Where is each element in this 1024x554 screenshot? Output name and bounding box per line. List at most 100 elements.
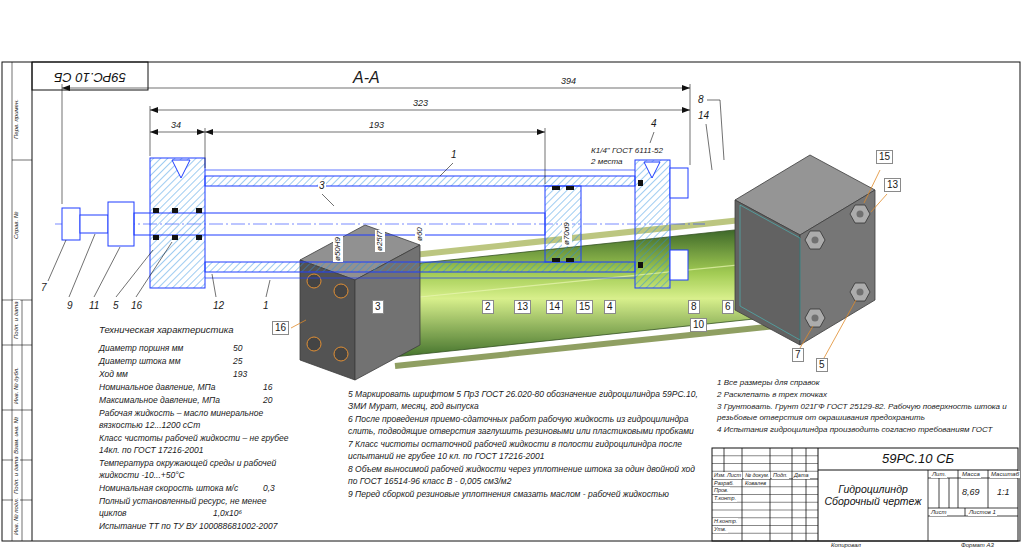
title-block-text: 8,69: [961, 487, 981, 498]
callout-number: 12: [212, 300, 225, 312]
dimension-value: ø50Н9: [333, 236, 343, 262]
callout-number: 9: [66, 300, 74, 312]
leader-lines-3d: [291, 170, 887, 358]
node-text: 59РС.10 СБ: [882, 452, 954, 467]
section-view: [55, 158, 705, 288]
designation-cell: 59РС.10 СБ: [818, 448, 1018, 470]
dimension-value: 193: [368, 120, 385, 131]
title-block-text: Н.контр.: [713, 518, 738, 525]
node-text: 59РС.10 СБ: [54, 69, 126, 84]
callout-number: 5: [112, 300, 120, 312]
spec-value: 0,3: [262, 482, 276, 494]
margin-text: Подп. и дата: [13, 455, 20, 495]
margin-text: Взам. инв. №: [13, 416, 20, 455]
thread-note: К1/4" ГОСТ 6111-52: [590, 146, 664, 156]
spec-value: 193: [232, 368, 248, 380]
title-block-text: Утв.: [713, 526, 728, 533]
dimension-value: 34: [170, 120, 182, 131]
dimension-value: 323: [412, 98, 429, 109]
callout-number: 8: [688, 300, 700, 314]
callout-number: 11: [88, 300, 100, 312]
dimension-lines: [62, 84, 690, 204]
spec-text: Полный установленный ресурс, не менее ци…: [98, 495, 280, 519]
spec-heading: Техническая характеристика: [98, 324, 235, 335]
spec-text: Ход мм: [98, 368, 129, 380]
title-block-text: Т.контр.: [713, 495, 737, 502]
callout-number: 4: [604, 300, 616, 314]
callout-number: 15: [876, 150, 893, 164]
margin-text: Инв. № дубл.: [13, 366, 20, 405]
title-block-text: Лист: [726, 472, 742, 479]
spec-value: 20: [262, 394, 273, 406]
title-block-text: Формат А3: [960, 542, 995, 549]
dimension-value: ø70d9: [562, 221, 572, 246]
thread-note: 2 места: [590, 157, 624, 167]
title-block-text: Масса: [961, 471, 981, 478]
title-block-text: № докум.: [744, 472, 770, 479]
note-text: 6 После проведения приемо-сдаточных рабо…: [347, 413, 707, 437]
callout-number: 2: [482, 300, 494, 314]
callout-number: 13: [514, 300, 531, 314]
callout-number: 7: [40, 282, 48, 294]
title-block-text: Ковалев: [744, 480, 767, 487]
note-text: 1 Все размеры для справок: [716, 377, 1018, 388]
title-block-text: Масштаб: [990, 471, 1020, 478]
note-text: 5 Маркировать шрифтом 5 Пр3 ГОСТ 26.020-…: [347, 388, 707, 412]
callout-number: 3: [372, 300, 384, 314]
callout-number: 14: [697, 110, 710, 122]
spec-text: Диаметр штока мм: [98, 355, 182, 367]
callout-number: 10: [690, 318, 707, 332]
note-text: 8 Объем выносимой рабочей жидкости через…: [347, 463, 707, 487]
dimension-value: ø25f7: [375, 230, 385, 252]
margin-text: Справ. №: [13, 211, 20, 240]
note-text: 7 Класс чистоты остаточной рабочей жидко…: [347, 438, 707, 462]
spec-text: Максимальное давление, МПа: [98, 394, 221, 406]
callout-number: 3: [318, 180, 326, 192]
callout-number: 4: [650, 118, 658, 130]
margin-text: Подп. и дата: [13, 300, 20, 340]
note-text: 2 Расклепать в трех точках: [716, 389, 1018, 400]
margin-text: Инв. № подл.: [13, 497, 20, 536]
callout-number: 1: [262, 300, 270, 312]
spec-value: 50: [232, 342, 243, 354]
spec-value: 1,0х10⁶: [212, 507, 243, 519]
drawing-stamp: 59РС.10 СБ: [32, 62, 148, 90]
title-block-text: Лит.: [931, 471, 947, 478]
spec-value: 16: [262, 381, 273, 393]
dimension-value: 394: [560, 76, 577, 87]
title-block-text: 1:1: [996, 487, 1011, 498]
spec-text: Испытание ТТ по ТУ ВУ 100088681002-2007: [98, 520, 278, 532]
spec-text: Диаметр поршня мм: [98, 342, 184, 354]
node-text: Гидроцилиндр Сборочный чертеж: [822, 483, 924, 507]
title-block-text: Листов 1: [968, 509, 997, 516]
title-block-text: Лист: [930, 509, 947, 516]
callout-number: 1: [450, 149, 458, 161]
title-block: [712, 448, 1018, 541]
title-block-text: Дата: [793, 472, 810, 479]
callout-number: 5: [816, 358, 828, 372]
section-label: А-А: [352, 68, 381, 87]
callout-number: 16: [272, 321, 289, 335]
dimension-value: ø60: [415, 226, 425, 242]
callout-number: 13: [884, 178, 901, 192]
note-text: 9 Перед сборкой резиновые уплотнения сма…: [347, 488, 707, 500]
name-cell: Гидроцилиндр Сборочный чертеж: [818, 470, 928, 520]
drawing-frame: [2, 62, 1020, 541]
callout-number: 8: [697, 94, 705, 106]
spec-text: Номинальное давление, МПа: [98, 381, 216, 393]
title-block-text: Копировал: [830, 542, 862, 549]
title-block-text: Пров.: [713, 487, 730, 494]
callout-number: 16: [130, 300, 143, 312]
spec-text: Номинальная скорость штока м/с: [98, 482, 239, 494]
title-block-text: Разраб.: [713, 480, 735, 487]
title-block-text: Подп.: [772, 472, 789, 479]
spec-text: Класс чистоты рабочей жидкости – не груб…: [98, 432, 305, 456]
spec-text: Рабочая жидкость – масло минеральное вяз…: [98, 407, 305, 431]
spec-value: 25: [232, 355, 243, 367]
callout-number: 15: [576, 300, 593, 314]
title-block-text: Изм.: [713, 472, 727, 479]
spec-text: Температура окружающей среды и рабочей ж…: [98, 457, 305, 481]
note-text: 4 Испытания гидроцилиндра производить со…: [716, 424, 1018, 435]
callout-number: 14: [546, 300, 563, 314]
